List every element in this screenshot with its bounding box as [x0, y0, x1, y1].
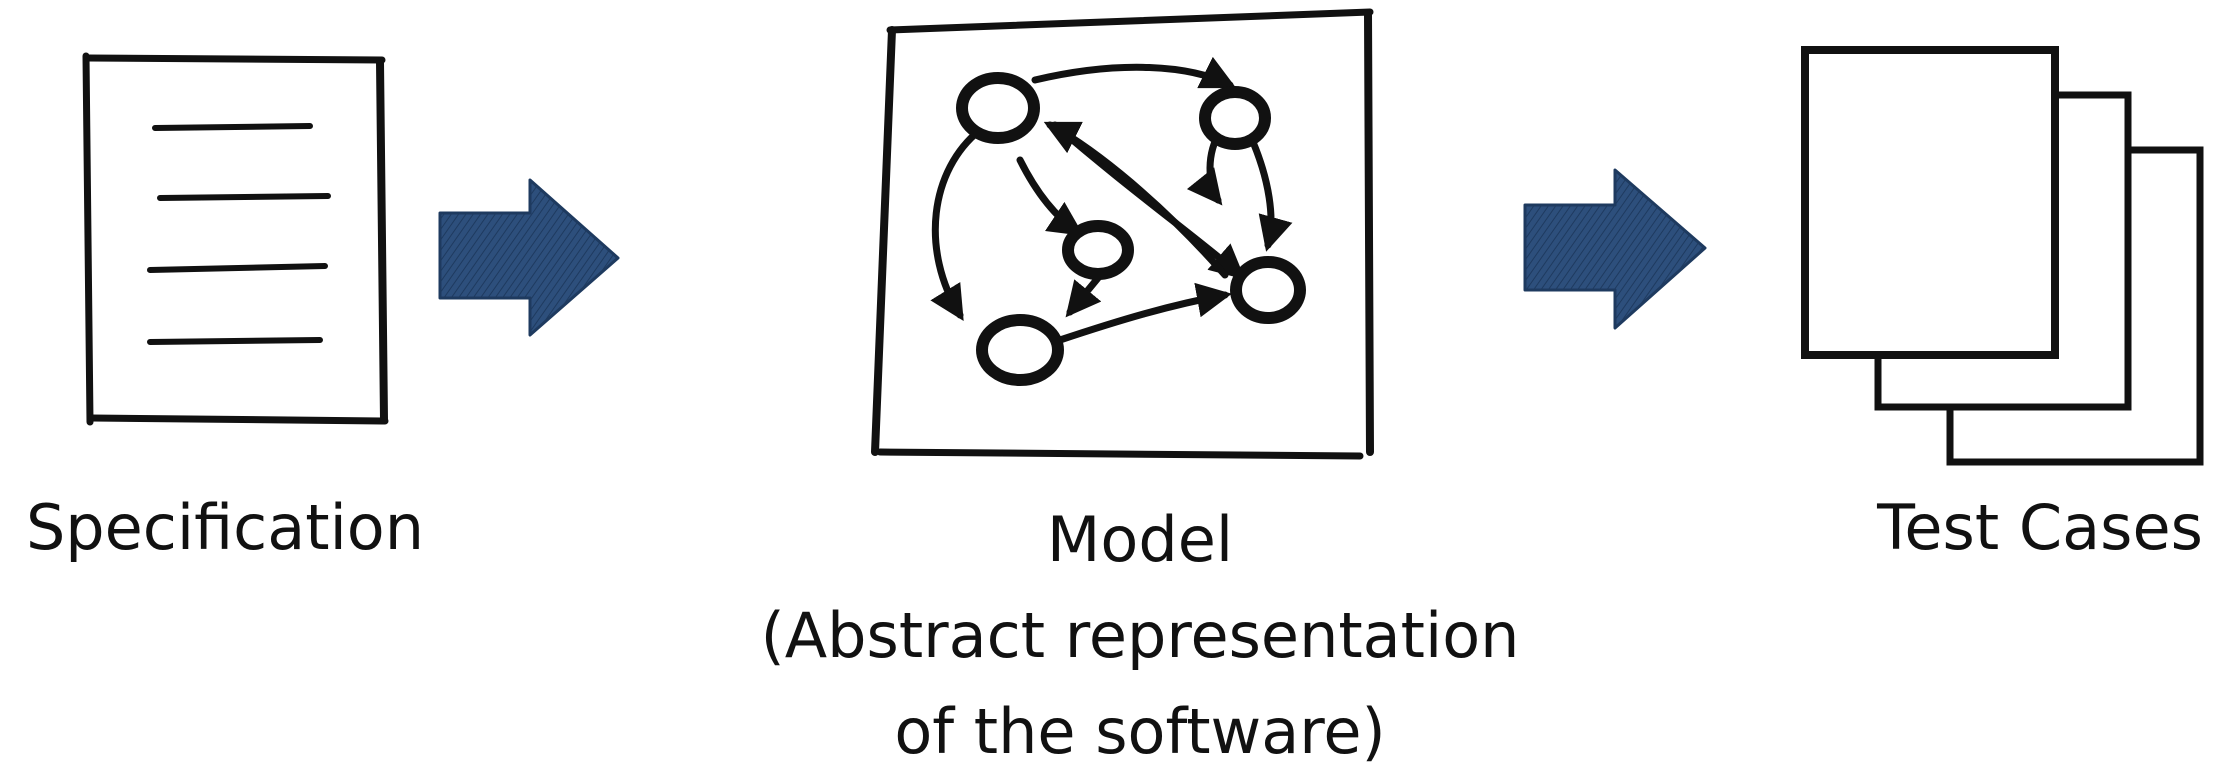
model-based-testing-diagram: [82, 8, 2204, 466]
model-sublabel-line1: (Abstract representation: [760, 599, 1520, 672]
specification-label: Specification: [25, 491, 425, 564]
model-label: Model: [1046, 503, 1234, 576]
model-sublabel-line2: of the software): [894, 695, 1386, 768]
stacked-pages-icon: [1801, 46, 2204, 466]
test-cases-label: Test Cases: [1877, 491, 2203, 564]
model-label-block: Model (Abstract representation of the so…: [730, 492, 1550, 780]
document-icon: [82, 52, 389, 426]
graph-model-icon: [871, 8, 1374, 460]
flow-arrow-1: [438, 178, 620, 337]
flow-arrow-2: [1523, 168, 1707, 330]
